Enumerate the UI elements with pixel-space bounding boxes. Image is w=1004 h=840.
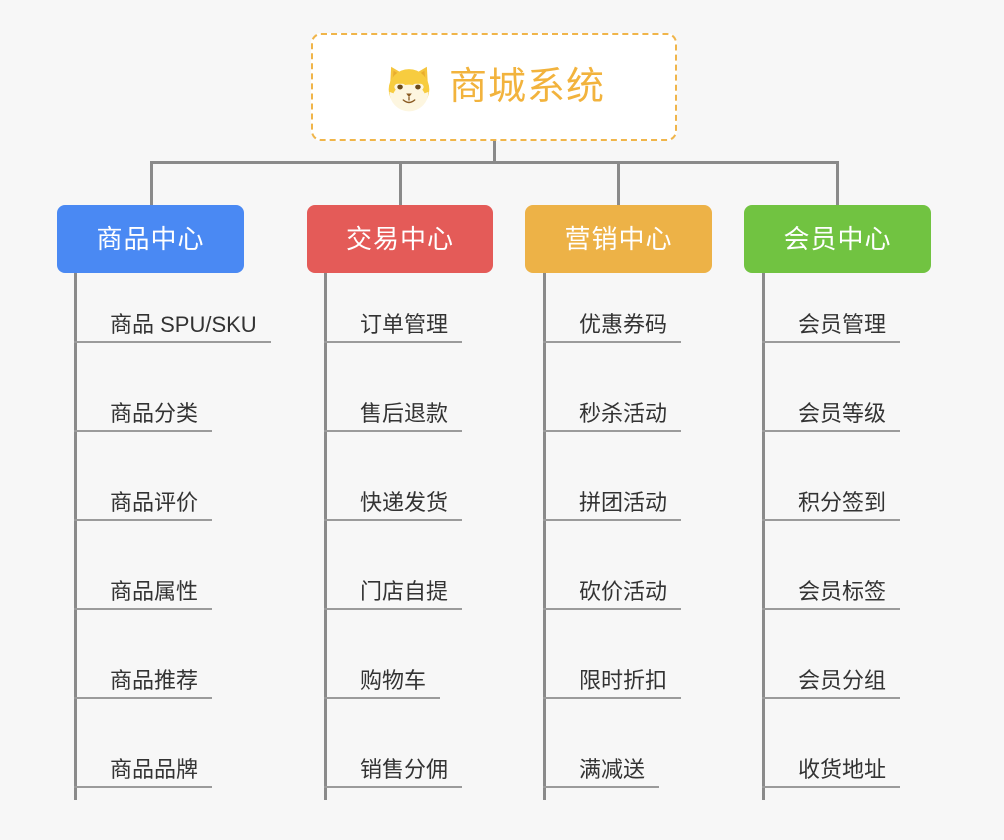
- leaf-item-label: 限时折扣: [579, 667, 668, 693]
- category-label-2: 交易中心: [345, 224, 454, 254]
- leaf-item-underline: [324, 608, 462, 610]
- leaf-spine-3: [543, 273, 546, 800]
- leaf-item[interactable]: 快递发货: [324, 459, 462, 521]
- leaf-item-label: 销售分佣: [360, 756, 449, 782]
- leaf-item-label: 商品推荐: [110, 667, 199, 693]
- root-node[interactable]: 商城系统: [311, 33, 677, 141]
- category-label-4: 会员中心: [783, 224, 892, 254]
- category-box-3[interactable]: 营销中心: [525, 205, 712, 273]
- leaf-item-underline: [543, 519, 681, 521]
- leaf-item-label: 门店自提: [360, 578, 449, 604]
- leaf-spine-1: [74, 273, 77, 800]
- leaf-item-label: 商品评价: [110, 489, 199, 515]
- leaf-item[interactable]: 优惠券码: [543, 281, 681, 343]
- leaf-item-label: 会员管理: [798, 311, 887, 337]
- leaf-item[interactable]: 砍价活动: [543, 548, 681, 610]
- leaf-item-underline: [324, 519, 462, 521]
- leaf-item[interactable]: 会员等级: [762, 370, 900, 432]
- leaf-item-underline: [324, 697, 440, 699]
- leaf-item-label: 购物车: [360, 667, 427, 693]
- leaf-item[interactable]: 会员标签: [762, 548, 900, 610]
- leaf-item-label: 商品品牌: [110, 756, 199, 782]
- leaf-item-label: 会员标签: [798, 578, 887, 604]
- leaf-item[interactable]: 会员管理: [762, 281, 900, 343]
- leaf-item-label: 积分签到: [798, 489, 887, 515]
- leaf-item-underline: [543, 786, 659, 788]
- category-label-1: 商品中心: [96, 224, 205, 254]
- leaf-item[interactable]: 商品评价: [74, 459, 212, 521]
- leaf-item[interactable]: 商品 SPU/SKU: [74, 281, 271, 343]
- leaf-item[interactable]: 商品分类: [74, 370, 212, 432]
- leaf-item-label: 订单管理: [360, 311, 449, 337]
- leaf-item[interactable]: 限时折扣: [543, 637, 681, 699]
- leaf-spine-2: [324, 273, 327, 800]
- leaf-item-underline: [74, 341, 271, 343]
- leaf-item-label: 商品 SPU/SKU: [110, 311, 257, 337]
- leaf-item[interactable]: 订单管理: [324, 281, 462, 343]
- leaf-item-underline: [74, 697, 212, 699]
- leaf-item-label: 拼团活动: [579, 489, 668, 515]
- connector-drop-4: [836, 161, 839, 205]
- leaf-item-underline: [762, 341, 900, 343]
- category-box-1[interactable]: 商品中心: [57, 205, 244, 273]
- leaf-item[interactable]: 商品品牌: [74, 726, 212, 788]
- leaf-item[interactable]: 满减送: [543, 726, 659, 788]
- leaf-item[interactable]: 秒杀活动: [543, 370, 681, 432]
- leaf-item-underline: [74, 608, 212, 610]
- leaf-item[interactable]: 商品属性: [74, 548, 212, 610]
- leaf-item-underline: [762, 519, 900, 521]
- leaf-item-label: 商品分类: [110, 400, 199, 426]
- connector-horizontal-bar: [150, 161, 839, 164]
- leaf-item-label: 优惠券码: [579, 311, 668, 337]
- leaf-item-underline: [74, 430, 212, 432]
- connector-root-stem: [493, 141, 496, 164]
- leaf-item[interactable]: 积分签到: [762, 459, 900, 521]
- leaf-item[interactable]: 销售分佣: [324, 726, 462, 788]
- leaf-item[interactable]: 门店自提: [324, 548, 462, 610]
- leaf-item-underline: [324, 341, 462, 343]
- leaf-item-underline: [762, 608, 900, 610]
- leaf-item-underline: [762, 786, 900, 788]
- leaf-item-label: 商品属性: [110, 578, 199, 604]
- leaf-item[interactable]: 会员分组: [762, 637, 900, 699]
- leaf-item-underline: [543, 430, 681, 432]
- leaf-item-label: 快递发货: [360, 489, 449, 515]
- leaf-item-underline: [543, 697, 681, 699]
- leaf-spine-4: [762, 273, 765, 800]
- leaf-item-underline: [74, 519, 212, 521]
- leaf-item-label: 会员等级: [798, 400, 887, 426]
- leaf-item[interactable]: 拼团活动: [543, 459, 681, 521]
- leaf-item-label: 收货地址: [798, 756, 887, 782]
- category-box-4[interactable]: 会员中心: [744, 205, 931, 273]
- leaf-item-underline: [324, 430, 462, 432]
- leaf-item-underline: [543, 341, 681, 343]
- connector-drop-3: [617, 161, 620, 205]
- leaf-item-label: 砍价活动: [579, 578, 668, 604]
- leaf-item-underline: [324, 786, 462, 788]
- category-box-2[interactable]: 交易中心: [307, 205, 493, 273]
- root-title: 商城系统: [448, 66, 605, 108]
- leaf-item-label: 秒杀活动: [579, 400, 668, 426]
- leaf-item-label: 满减送: [579, 756, 646, 782]
- leaf-item-underline: [762, 430, 900, 432]
- leaf-item[interactable]: 商品推荐: [74, 637, 212, 699]
- leaf-item[interactable]: 售后退款: [324, 370, 462, 432]
- leaf-item-underline: [543, 608, 681, 610]
- connector-drop-1: [150, 161, 153, 205]
- leaf-item-underline: [74, 786, 212, 788]
- connector-drop-2: [399, 161, 402, 205]
- leaf-item-label: 会员分组: [798, 667, 887, 693]
- leaf-item[interactable]: 购物车: [324, 637, 440, 699]
- leaf-item-underline: [762, 697, 900, 699]
- leaf-item-label: 售后退款: [360, 400, 449, 426]
- leaf-item[interactable]: 收货地址: [762, 726, 900, 788]
- shiba-dog-icon: [383, 61, 435, 113]
- category-label-3: 营销中心: [564, 224, 673, 254]
